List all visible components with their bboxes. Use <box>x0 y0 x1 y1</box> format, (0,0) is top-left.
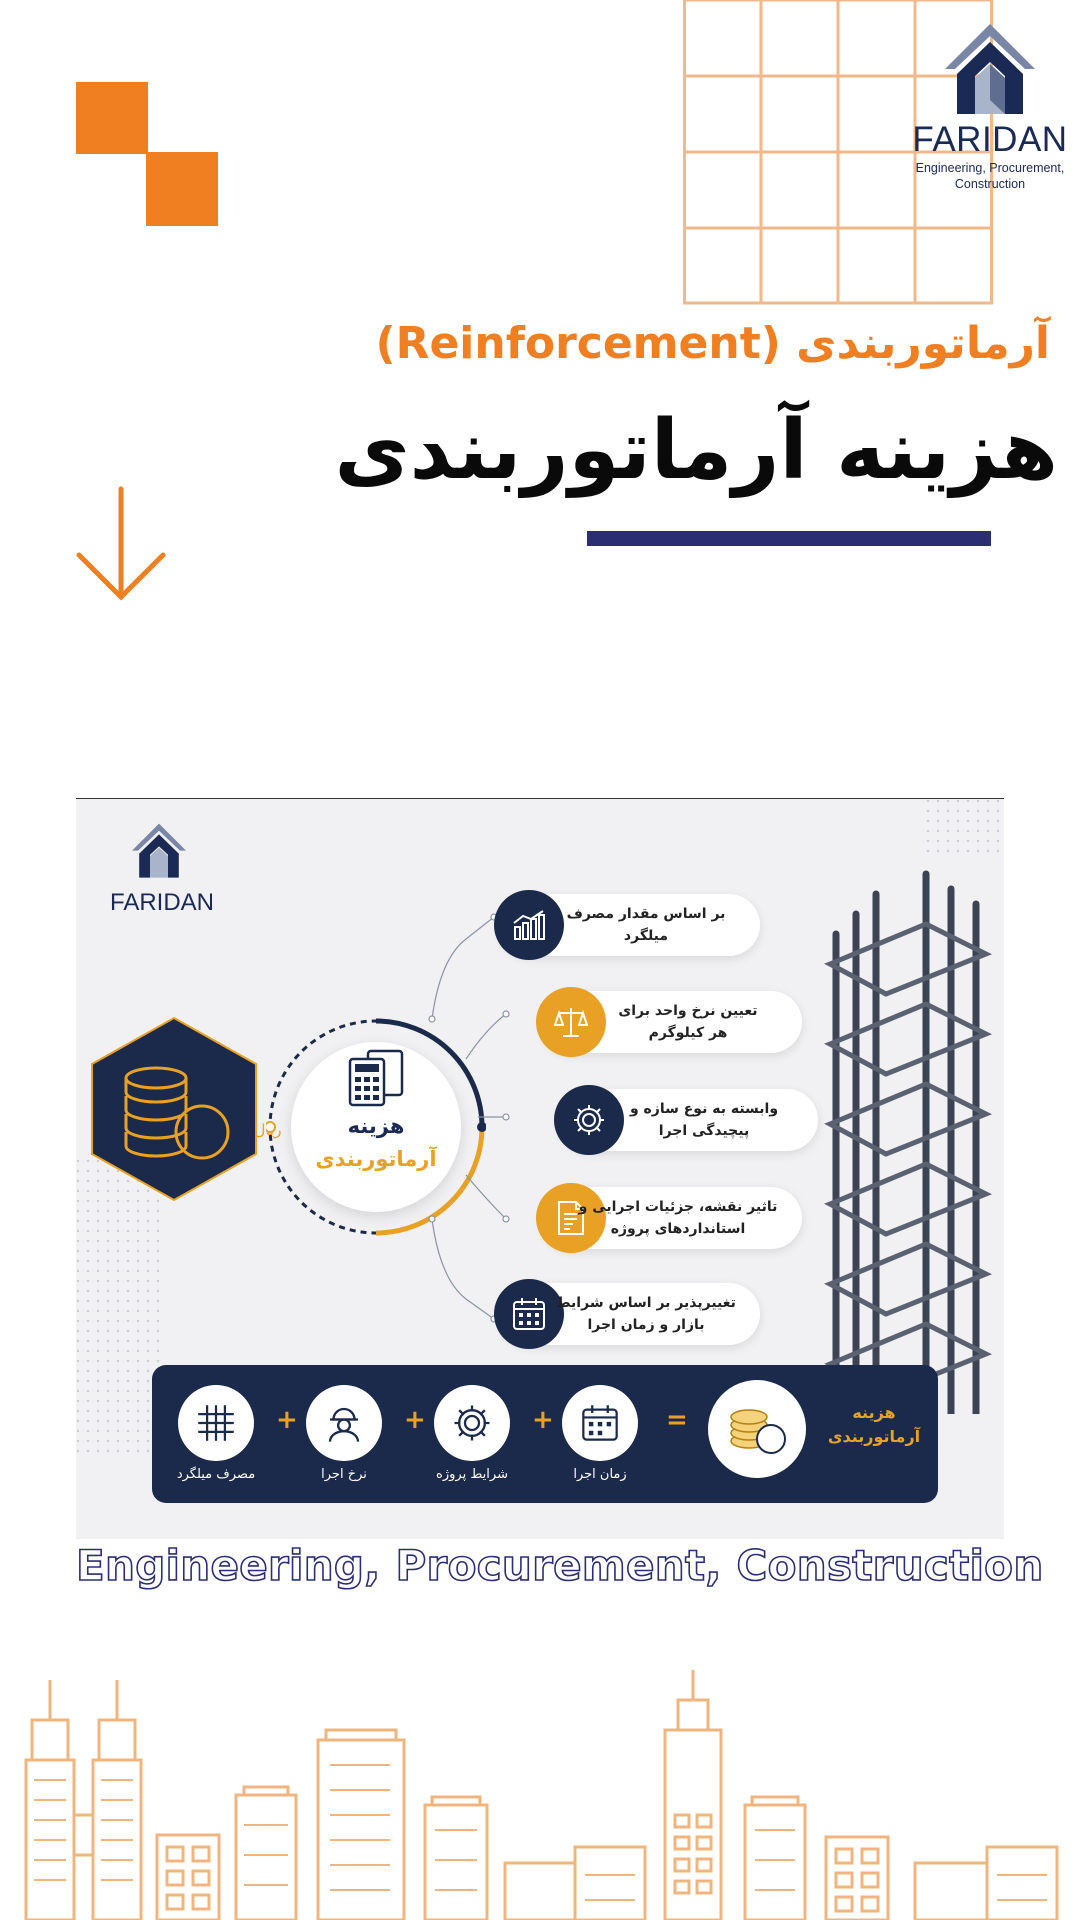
center-title-line1: هزینه <box>347 1114 405 1138</box>
brand-tagline: Engineering, Procurement, Construction <box>905 160 1075 192</box>
factor-line2: میلگرد <box>623 928 669 944</box>
equals-sign: = <box>666 1405 688 1435</box>
factor-item: بر اساس مقدار مصرف میلگرد <box>494 890 760 960</box>
infographic-panel: FARIDAN ریال هزینه آرماتوربندی <box>76 798 1004 1539</box>
formula-bar: هزینه آرماتوربندی = زمان اجرا + شرایط پر… <box>152 1365 938 1503</box>
factor-line2: پیچیدگی اجرا <box>658 1123 750 1139</box>
decor-square-top <box>76 82 148 154</box>
factor-line1: تعیین نرخ واحد برای <box>618 1003 758 1019</box>
rebar-grid-icon <box>178 1385 254 1461</box>
decor-square-bottom <box>146 152 218 226</box>
plus-sign: + <box>404 1405 426 1435</box>
center-title-line2: آرماتوربندی <box>315 1147 437 1171</box>
coins-icon <box>708 1380 806 1478</box>
factor-line1: وابسته به نوع سازه و <box>629 1101 779 1117</box>
faridan-logo <box>945 24 1035 114</box>
factor-item: وابسته به نوع سازه و پیچیدگی اجرا <box>554 1085 818 1155</box>
calendar-icon <box>562 1385 638 1461</box>
factor-item: تاثیر نقشه، جزئیات اجرایی و استانداردهای… <box>536 1183 802 1253</box>
gear-icon <box>434 1385 510 1461</box>
infographic-logo <box>132 823 186 878</box>
connector-lines <box>428 913 510 1323</box>
formula-term-label: زمان اجرا <box>573 1467 627 1482</box>
plus-sign: + <box>532 1405 554 1435</box>
gear-icon <box>554 1085 624 1155</box>
brand-tagline-line1: Engineering, Procurement, <box>915 161 1065 175</box>
factor-line2: بازار و زمان اجرا <box>587 1317 705 1333</box>
brand-name: FARIDAN <box>912 120 1068 159</box>
infographic-brand: FARIDAN <box>109 889 214 916</box>
factor-text: تعیین نرخ واحد برای هر کیلوگرم <box>598 1000 778 1044</box>
factor-text: بر اساس مقدار مصرف میلگرد <box>556 903 736 947</box>
dot-pattern <box>76 1159 166 1459</box>
city-skyline-illustration <box>24 1670 1059 1920</box>
chart-icon <box>494 890 564 960</box>
formula-term-label: شرایط پروژه <box>436 1467 508 1482</box>
factor-line1: تغییرپذیر بر اساس شرایط <box>556 1295 736 1311</box>
page-title: هزینه آرماتوربندی <box>334 403 1058 498</box>
rebar-cage-illustration <box>824 870 993 1414</box>
dot-pattern-top <box>926 799 1004 859</box>
coins-hexagon <box>91 1016 257 1202</box>
factor-text: تغییرپذیر بر اساس شرایط بازار و زمان اجر… <box>556 1292 736 1336</box>
factor-item: تعیین نرخ واحد برای هر کیلوگرم <box>536 987 802 1057</box>
plus-sign: + <box>276 1405 298 1435</box>
calendar-icon <box>494 1279 564 1349</box>
calculator-icon <box>348 1049 404 1107</box>
formula-result-line2: آرماتوربندی <box>827 1427 921 1446</box>
factor-line1: بر اساس مقدار مصرف <box>566 906 726 922</box>
brand-tagline-line2: Construction <box>954 177 1026 191</box>
formula-term-label: نرخ اجرا <box>321 1467 367 1482</box>
scale-icon <box>536 987 606 1057</box>
factor-text: تاثیر نقشه، جزئیات اجرایی و استانداردهای… <box>578 1196 778 1240</box>
worker-icon <box>306 1385 382 1461</box>
factor-line2: هر کیلوگرم <box>648 1025 728 1041</box>
factor-line1: تاثیر نقشه، جزئیات اجرایی و <box>578 1199 778 1215</box>
factor-item: تغییرپذیر بر اساس شرایط بازار و زمان اجر… <box>494 1279 760 1349</box>
factor-text: وابسته به نوع سازه و پیچیدگی اجرا <box>614 1098 794 1142</box>
document-icon <box>536 1183 606 1253</box>
decor-grid <box>683 0 993 305</box>
title-underline <box>587 531 991 546</box>
page-subtitle: آرماتوربندی (Reinforcement) <box>375 318 1050 369</box>
formula-term-label: مصرف میلگرد <box>176 1467 256 1482</box>
tagline: Engineering, Procurement, Construction <box>75 1540 1044 1591</box>
arrow-down-icon <box>76 486 166 601</box>
center-ring <box>266 1018 486 1236</box>
formula-result-line1: هزینه <box>852 1403 896 1422</box>
factor-line2: استانداردهای پروژه <box>610 1221 746 1237</box>
